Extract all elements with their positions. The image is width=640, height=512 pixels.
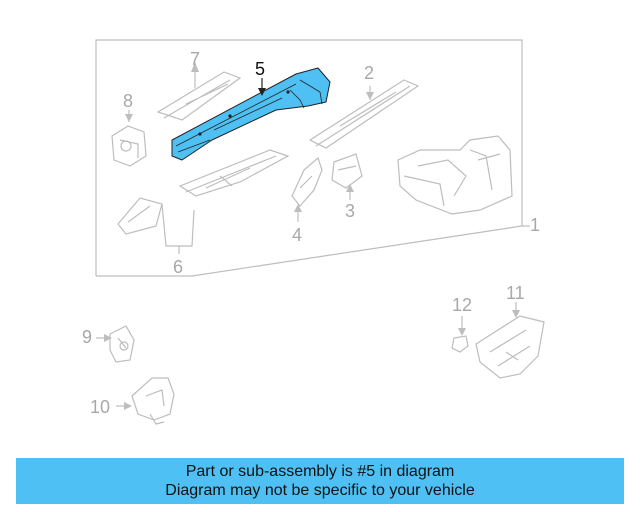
callout-10: 10 <box>90 397 111 417</box>
part-1-apron <box>397 135 513 215</box>
part-3-bracket <box>331 153 363 189</box>
assembly-frame <box>95 39 523 277</box>
part-8-bracket <box>111 125 147 167</box>
callout-4: 4 <box>292 225 303 245</box>
callout-11: 11 <box>506 283 525 303</box>
part-10-bracket <box>131 377 175 425</box>
callout-2: 2 <box>364 63 375 83</box>
part-2-rail <box>308 79 420 149</box>
info-banner: Part or sub-assembly is #5 in diagram Di… <box>16 458 624 504</box>
callout-8: 8 <box>123 91 134 111</box>
callout-3: 3 <box>345 201 356 221</box>
part-11-panel <box>475 315 545 379</box>
banner-line-2: Diagram may not be specific to your vehi… <box>165 482 475 499</box>
callout-7: 7 <box>190 49 201 69</box>
part-7-rail <box>156 71 242 121</box>
callout-12: 12 <box>452 295 473 315</box>
part-5-rail <box>171 67 331 161</box>
banner-line-1: Part or sub-assembly is #5 in diagram <box>185 463 455 480</box>
callout-5: 5 <box>255 59 266 79</box>
part-9-bracket <box>109 325 135 363</box>
callout-6: 6 <box>173 257 184 277</box>
part-12-clip <box>451 335 469 353</box>
part-6-rail <box>178 149 290 197</box>
part-4-bracket <box>291 156 323 207</box>
callout-9: 9 <box>82 327 93 347</box>
callout-1: 1 <box>530 215 541 235</box>
